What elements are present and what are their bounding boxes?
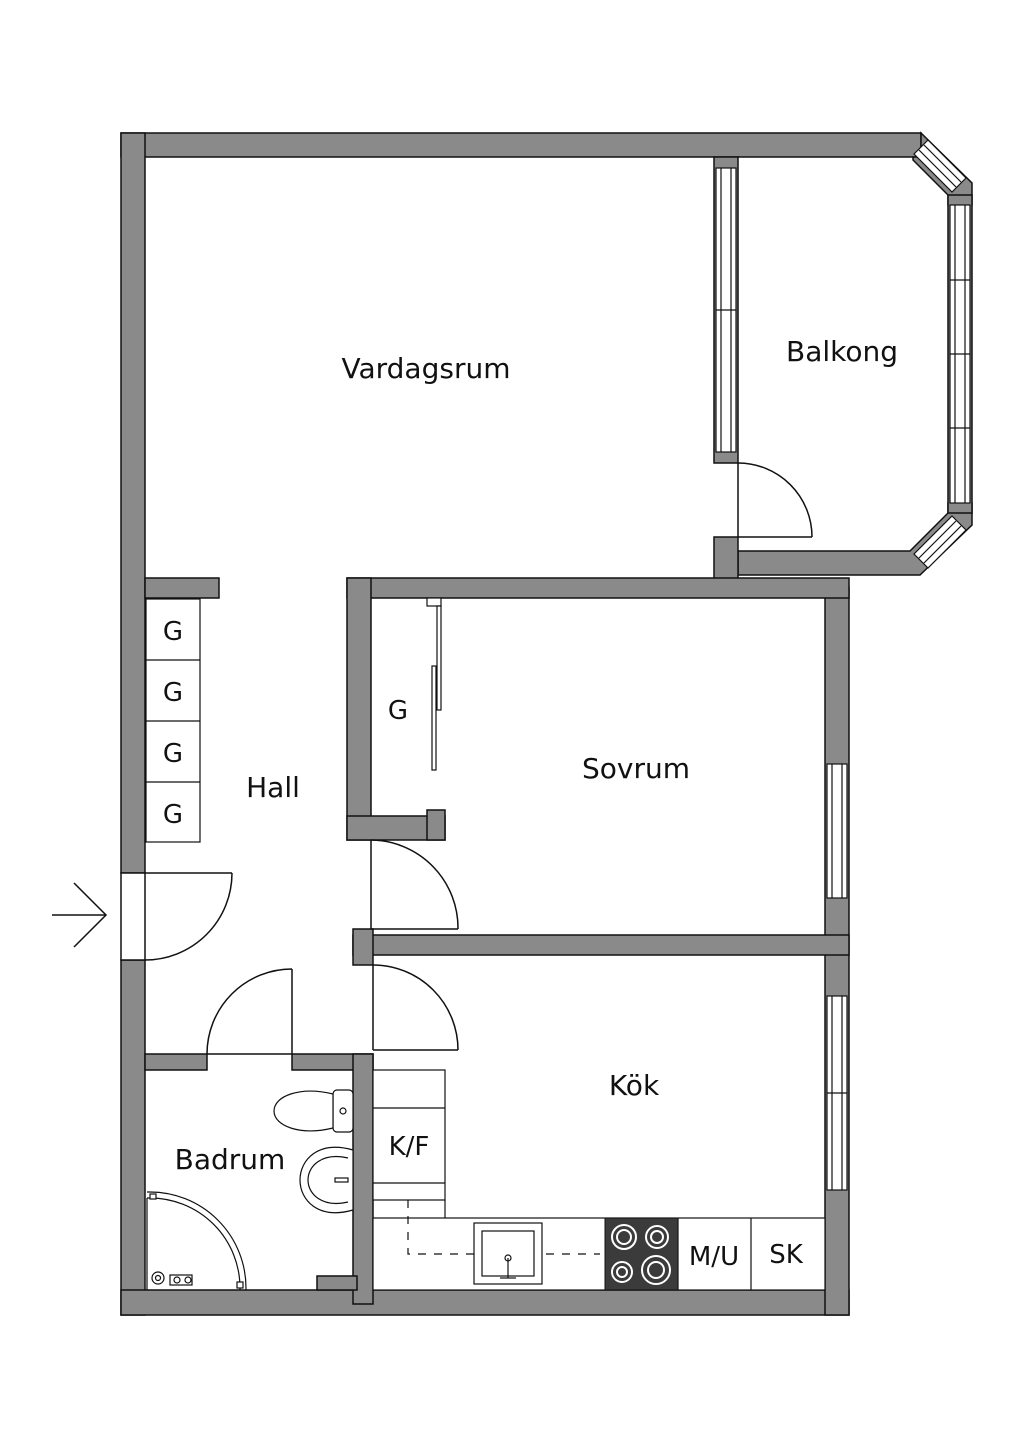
cabinet-label: SK (769, 1240, 804, 1270)
room-label-balcony: Balkong (786, 335, 898, 368)
door-balcony (737, 462, 813, 538)
door-entrance (120, 872, 233, 961)
wall-left-upper (120, 132, 146, 874)
shower-icon (146, 1191, 247, 1290)
window-balcony-bottom-angle (913, 515, 967, 569)
stove-icon (604, 1217, 679, 1291)
wardrobe-label: G (163, 739, 183, 769)
wall-living-bedroom (346, 577, 850, 599)
fridge-freezer-label: K/F (389, 1132, 430, 1162)
kitchen-fixtures (372, 1069, 826, 1291)
window-bedroom (826, 763, 848, 899)
room-label-living: Vardagsrum (342, 352, 511, 385)
fridge-cabinet (372, 1069, 446, 1201)
door-bathroom (206, 968, 293, 1055)
window-balcony-top-angle (913, 139, 967, 193)
room-label-bedroom: Sovrum (582, 752, 690, 785)
closet-label: G (388, 696, 408, 726)
wardrobe-label: G (163, 800, 183, 830)
wall-closet-left (346, 577, 372, 841)
wall-living-hall (144, 577, 220, 599)
entrance-arrow-icon (52, 882, 108, 948)
window-balcony-right (949, 204, 971, 504)
door-kitchen (372, 964, 459, 1051)
wall-left-lower (120, 959, 146, 1316)
wardrobe-label: G (163, 617, 183, 647)
wall-bedroom-kitchen-nub (352, 928, 374, 966)
window-kitchen (826, 995, 848, 1191)
wall-bottom (120, 1289, 850, 1316)
window-living-balcony (715, 167, 737, 453)
wardrobe-label: G (163, 678, 183, 708)
wall-hall-bath-left (144, 1053, 208, 1071)
room-label-hall: Hall (246, 771, 300, 804)
wall-closet-bottom-nub (426, 809, 446, 841)
wall-bath-notch (316, 1275, 358, 1291)
washbasin-icon (299, 1146, 354, 1214)
wall-top (120, 132, 922, 158)
door-bedroom (370, 839, 459, 930)
wall-bath-kitchen (352, 1053, 374, 1305)
doors (120, 462, 813, 1055)
hall-wardrobes (145, 598, 201, 843)
room-label-bathroom: Badrum (175, 1143, 286, 1176)
wall-bedroom-kitchen (352, 934, 850, 956)
room-label-kitchen: Kök (609, 1069, 660, 1102)
toilet-icon (273, 1089, 354, 1133)
closet-sliding-door (426, 597, 442, 771)
windows (715, 139, 971, 1191)
microwave-oven-label: M/U (689, 1242, 739, 1272)
